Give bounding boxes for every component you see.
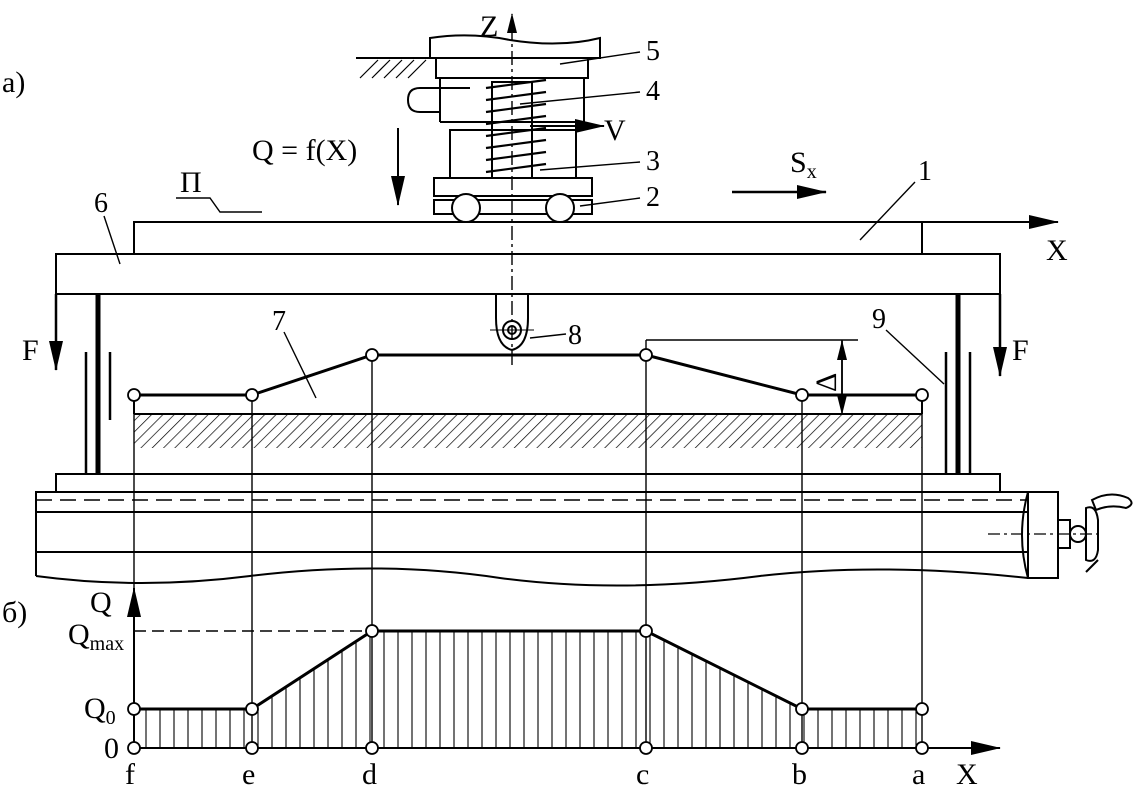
axis-point-f <box>127 741 141 755</box>
point-label-e: e <box>242 758 255 791</box>
velocity-label: V <box>604 114 626 147</box>
graph-point-e <box>245 702 259 716</box>
axis-point-c <box>639 741 653 755</box>
point-label-a: a <box>912 758 925 791</box>
delta-label: Δ <box>810 373 843 392</box>
side-guides <box>84 352 972 474</box>
point-label-d: d <box>362 758 377 791</box>
callout-numbers: 1 2 3 4 5 6 7 8 9 <box>94 36 932 351</box>
graph-point-d <box>365 624 379 638</box>
z-axis-label: Z <box>480 10 498 43</box>
callout-6: 6 <box>94 188 108 219</box>
graph-point-b <box>795 702 809 716</box>
load-hatching <box>145 631 917 748</box>
qmax-label: Qmax <box>68 618 124 655</box>
force-right-label: F <box>1012 334 1029 367</box>
callout-leaders <box>103 51 945 399</box>
load-formula: Q = f(X) <box>252 134 357 167</box>
plane-leader <box>176 197 262 213</box>
roller-carriage <box>433 177 593 223</box>
spring-coils <box>485 78 547 174</box>
callout-3: 3 <box>646 146 660 177</box>
spindle-head <box>356 34 601 79</box>
force-left-label: F <box>22 334 39 367</box>
callout-9: 9 <box>872 304 886 335</box>
q-axis-label: Q <box>90 586 112 619</box>
axis-point-b <box>795 741 809 755</box>
handwheel-icon[interactable] <box>1057 493 1133 573</box>
side-posts <box>95 294 961 474</box>
x-axis-bottom-label: X <box>956 758 978 791</box>
graph-points <box>127 624 929 755</box>
point-label-b: b <box>792 758 807 791</box>
point-label-f: f <box>125 758 135 791</box>
spring-housing <box>406 78 585 179</box>
plane-label: П <box>180 166 202 199</box>
cam-profile <box>134 353 922 397</box>
graph-point-c <box>639 624 653 638</box>
zero-label: 0 <box>104 732 119 765</box>
pivot-joint <box>490 294 534 352</box>
axis-point-e <box>245 741 259 755</box>
hatched-base <box>134 414 922 448</box>
x-axis-top-label: X <box>1046 234 1068 267</box>
workpiece-plate <box>133 221 923 255</box>
point-name-labels: f e d c b a <box>125 758 925 791</box>
frame-bar <box>55 253 1001 295</box>
graph-point-a <box>915 702 929 716</box>
graph-point-f <box>127 702 141 716</box>
callout-4: 4 <box>646 76 660 107</box>
axis-point-d <box>365 741 379 755</box>
callout-1: 1 <box>918 156 932 187</box>
callout-2: 2 <box>646 182 660 213</box>
callout-5: 5 <box>646 36 660 67</box>
load-curve <box>134 629 922 711</box>
panel-a-label: а) <box>2 66 25 99</box>
feed-label: Sx <box>790 146 817 183</box>
panel-b-label: б) <box>2 596 27 629</box>
callout-8: 8 <box>568 320 582 351</box>
callout-7: 7 <box>272 306 286 337</box>
point-label-c: c <box>636 758 649 791</box>
q0-label: Q0 <box>84 692 116 729</box>
ground-hatch <box>359 59 427 79</box>
axis-point-a <box>915 741 929 755</box>
profile-points <box>127 348 929 402</box>
machine-table <box>35 473 1100 587</box>
